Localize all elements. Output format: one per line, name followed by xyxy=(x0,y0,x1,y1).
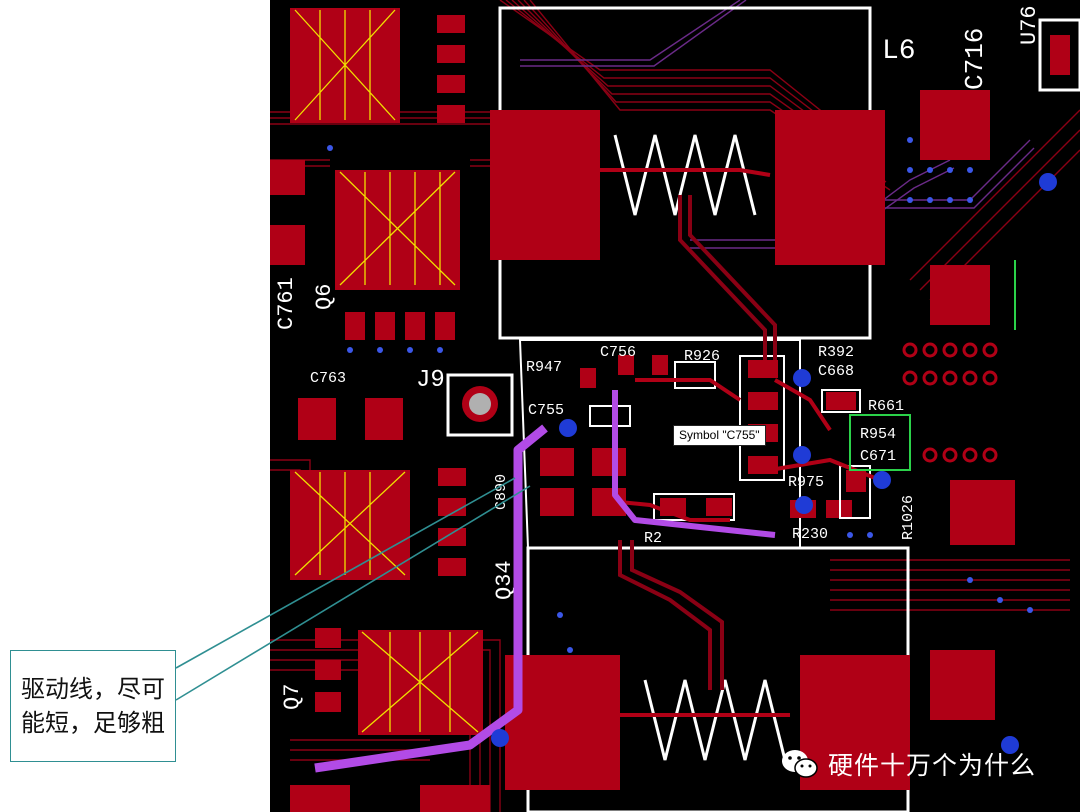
vias xyxy=(327,137,1057,754)
refdes-r1026: R1026 xyxy=(900,495,917,540)
refdes-q34: Q34 xyxy=(492,560,517,600)
refdes-c716: C716 xyxy=(960,28,990,90)
inductor-top xyxy=(490,6,885,340)
right-components xyxy=(849,18,1080,720)
refdes-c761: C761 xyxy=(274,277,299,330)
gate-drive-traces xyxy=(618,195,777,690)
refdes-r926: R926 xyxy=(684,348,720,365)
watermark-text: 硬件十万个为什么 xyxy=(828,751,1037,780)
annotation-text: 驱动线，尽可能短，足够粗 xyxy=(21,675,165,737)
refdes-r392: R392 xyxy=(818,344,854,361)
watermark: 硬件十万个为什么 xyxy=(780,744,1036,784)
annotation-callout: 驱动线，尽可能短，足够粗 xyxy=(10,650,176,762)
refdes-q7: Q7 xyxy=(280,684,305,710)
pcb-board-view[interactable]: L6 C763 C761 Q6 Q34 Q7 C xyxy=(270,0,1080,812)
refdes-r975: R975 xyxy=(788,474,824,491)
refdes-r947: R947 xyxy=(526,359,562,376)
refdes-c756: C756 xyxy=(600,344,636,361)
j9-connector[interactable] xyxy=(446,373,514,437)
symbol-tooltip: Symbol "C755" xyxy=(673,425,766,446)
refdes-r2: R2 xyxy=(644,530,662,547)
refdes-r661: R661 xyxy=(868,398,904,415)
refdes-r230: R230 xyxy=(792,526,828,543)
refdes-c755: C755 xyxy=(528,402,564,419)
refdes-c671: C671 xyxy=(860,448,896,465)
refdes-c668: C668 xyxy=(818,363,854,380)
refdes-j9: J9 xyxy=(416,367,445,394)
refdes-u76: U76 xyxy=(1017,5,1042,45)
refdes-l6: L6 xyxy=(882,36,916,67)
refdes-r954: R954 xyxy=(860,426,896,443)
refdes-q6: Q6 xyxy=(312,284,337,310)
wechat-icon xyxy=(782,750,818,778)
refdes-c763: C763 xyxy=(310,370,346,387)
refdes-c890: C890 xyxy=(493,474,510,510)
highlighted-drive-trace[interactable] xyxy=(314,390,776,773)
